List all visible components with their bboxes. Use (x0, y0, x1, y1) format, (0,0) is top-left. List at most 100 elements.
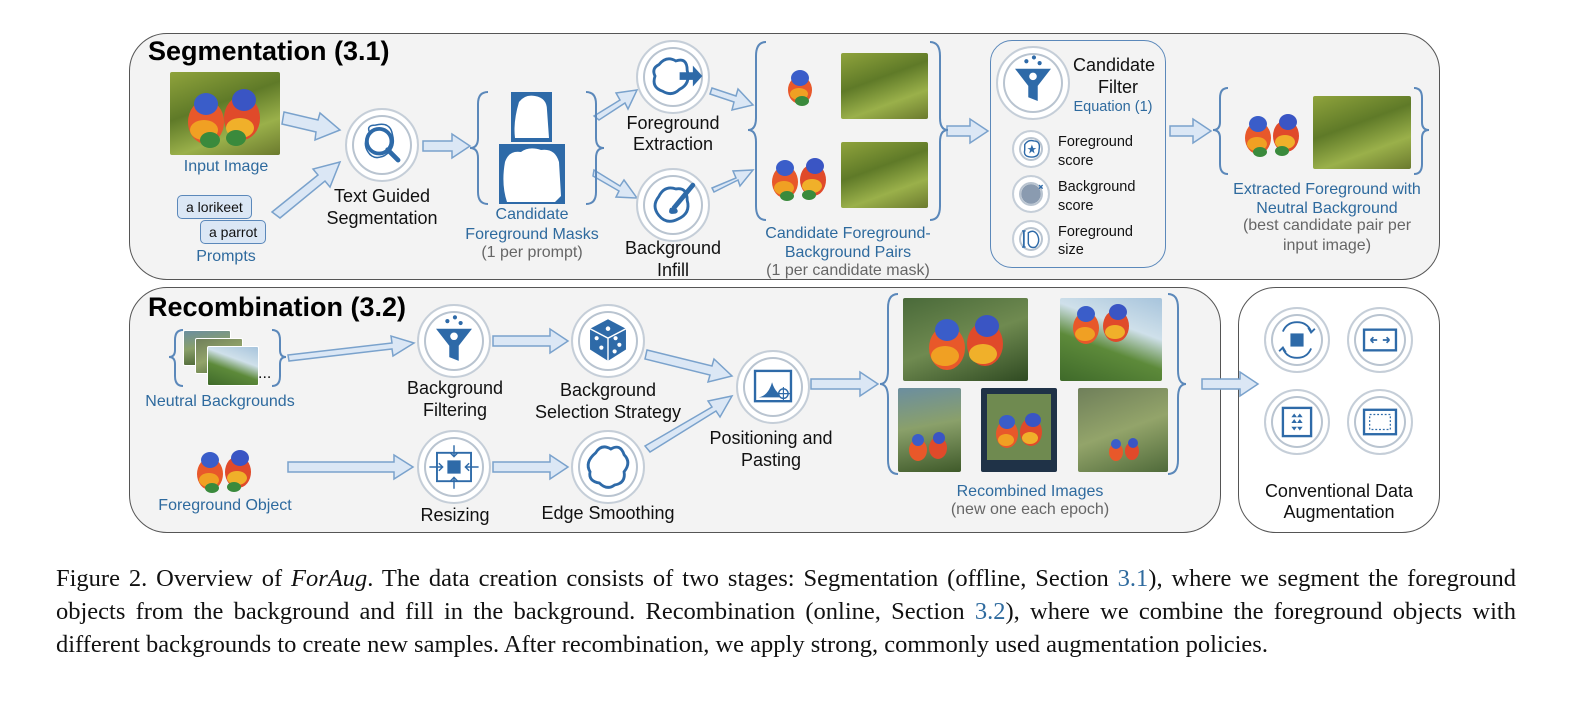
edge-smoothing-label: Edge Smoothing (541, 503, 675, 523)
foreground-score-label-2: score (1058, 153, 1094, 169)
extracted-label-1: Extracted Foreground with (1233, 181, 1421, 198)
input-image-label: Input Image (183, 158, 269, 175)
prompt-chip-1: a lorikeet (177, 195, 252, 219)
neutral-backgrounds-label: Neutral Backgrounds (145, 393, 295, 410)
candidate-masks-label-2: Foreground Masks (465, 226, 599, 243)
candidate-mask-1 (511, 92, 552, 142)
background-filtering-node (417, 304, 491, 378)
crop-icon (1362, 408, 1398, 436)
augment-crop-node (1347, 389, 1413, 455)
funnel-icon (1015, 55, 1051, 101)
resizing-label: Resizing (420, 505, 490, 525)
candidate-filter-node (996, 46, 1070, 120)
augment-flip-h-node (1347, 307, 1413, 373)
recombined-image-5 (1078, 388, 1168, 472)
filled-blob-icon (1021, 184, 1044, 204)
background-infill-label-1: Background (624, 238, 722, 258)
recombined-image-3 (898, 388, 961, 472)
background-score-label-1: Background (1058, 179, 1136, 195)
caption-text-3: ), where we segment the foreground objec… (56, 565, 1517, 625)
caption-method-name: ForAug (291, 565, 368, 592)
recombined-label: Recombined Images (956, 483, 1104, 500)
caption-ref-section-3-2[interactable]: 3.2 (974, 598, 1006, 625)
foreground-score-node (1012, 130, 1050, 168)
foreground-object-label: Foreground Object (158, 497, 292, 514)
candidate-masks-note: (1 per prompt) (481, 244, 583, 261)
background-selection-label-1: Background (559, 380, 657, 400)
positioning-label-1: Positioning and (709, 428, 833, 448)
filter-title-2: Filter (1098, 77, 1138, 97)
pairs-label-1: Candidate Foreground- (765, 225, 931, 242)
pair1-foreground (782, 64, 818, 108)
text-guided-label-2: Segmentation (326, 208, 438, 228)
prompt-chip-2: a parrot (200, 220, 267, 244)
pair2-background (841, 142, 928, 208)
positioning-node (736, 350, 810, 424)
figure-caption: Figure 2. Overview of ForAug. The data c… (56, 562, 1516, 661)
input-image (170, 72, 280, 155)
augment-flip-v-node (1264, 389, 1330, 455)
pair1-background (841, 53, 928, 119)
text-guided-label-1: Text Guided (333, 186, 431, 206)
blob-outline-icon (586, 445, 630, 489)
augmentation-label-2: Augmentation (1283, 502, 1395, 522)
brush-blob-icon (653, 182, 696, 223)
shape-arrow-icon (652, 57, 703, 96)
foreground-size-label-1: Foreground (1058, 224, 1133, 240)
caption-text-2: . The data creation consists of two stag… (367, 565, 1118, 592)
foreground-score-label-1: Foreground (1058, 134, 1133, 150)
recombined-image-4 (981, 388, 1057, 472)
segmentation-title: Segmentation (3.1) (148, 36, 390, 66)
recombination-title: Recombination (3.2) (148, 292, 407, 322)
dice-icon (589, 319, 627, 361)
candidate-masks-label-1: Candidate (495, 206, 569, 223)
pairs-label-2: Background Pairs (784, 244, 912, 261)
extracted-foreground (1240, 104, 1306, 162)
ruler-blob-icon (1022, 230, 1040, 249)
flip-horizontal-icon (1362, 328, 1398, 352)
pair2-foreground (767, 148, 833, 206)
resize-icon (429, 445, 479, 489)
neutral-bg-thumb-3 (207, 346, 259, 386)
edge-smoothing-node (571, 430, 645, 504)
caption-text-4: ), where we combine the foreground objec… (56, 598, 1516, 658)
augmentation-label-1: Conventional Data (1264, 481, 1414, 501)
foreground-extraction-node (636, 40, 710, 114)
background-infill-label-2: Infill (656, 260, 689, 280)
foreground-object (192, 440, 258, 498)
extracted-note-1: (best candidate pair per (1242, 217, 1412, 234)
background-score-node (1012, 175, 1050, 213)
caption-ref-section-3-1[interactable]: 3.1 (1117, 565, 1149, 592)
background-selection-node (571, 304, 645, 378)
background-infill-node (636, 168, 710, 242)
filter-title-1: Candidate (1072, 55, 1156, 75)
foreground-size-label-2: size (1058, 242, 1084, 258)
text-guided-segmentation-node (345, 108, 419, 182)
recombined-note: (new one each epoch) (950, 501, 1110, 518)
caption-figure-number: Figure 2. (56, 565, 148, 592)
neutral-bg-ellipsis: ... (258, 365, 272, 382)
flip-vertical-icon (1281, 406, 1313, 438)
positioning-chart-icon (753, 369, 793, 403)
foreground-extraction-label-2: Extraction (632, 134, 714, 154)
star-blob-icon (1023, 139, 1041, 158)
caption-text-1: Overview of (147, 565, 292, 592)
background-filtering-label-1: Background (406, 378, 504, 398)
funnel-icon (436, 315, 472, 361)
positioning-label-2: Pasting (740, 450, 802, 470)
extracted-note-2: input image) (1282, 237, 1372, 254)
extracted-background (1313, 96, 1411, 169)
recombined-image-2 (1060, 298, 1162, 381)
background-selection-label-2: Selection Strategy (534, 402, 682, 422)
recombined-image-1 (903, 298, 1028, 381)
parrot-pair-drawing (188, 89, 260, 148)
resizing-node (417, 430, 491, 504)
rotate-icon (1278, 321, 1316, 359)
candidate-mask-2 (499, 144, 565, 204)
filter-equation: Equation (1) (1073, 99, 1153, 115)
prompts-label: Prompts (196, 248, 256, 265)
foreground-size-node (1012, 220, 1050, 258)
search-magnifier-icon (364, 123, 401, 163)
extracted-label-2: Neutral Background (1256, 200, 1398, 217)
foreground-extraction-label-1: Foreground (626, 113, 720, 133)
